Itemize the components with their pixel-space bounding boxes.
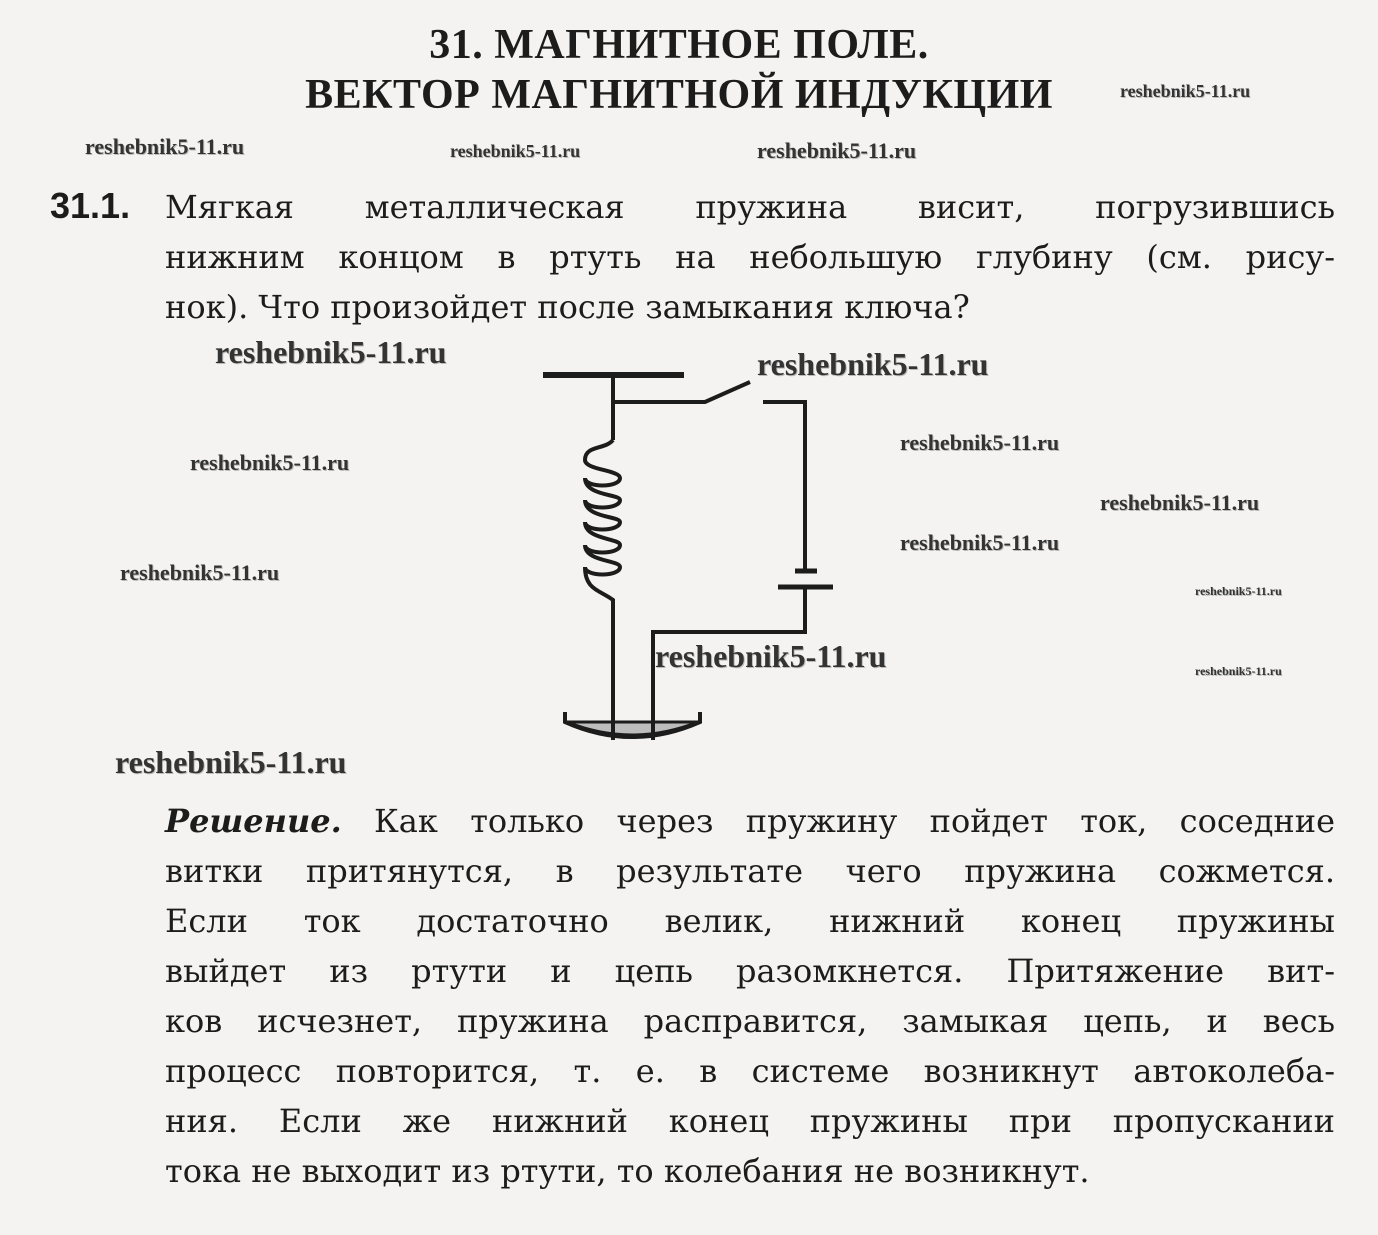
problem-number: 31.1. bbox=[50, 185, 131, 226]
wire-right bbox=[763, 400, 807, 571]
section-title-line1: 31. МАГНИТНОЕ ПОЛЕ. bbox=[429, 22, 929, 68]
watermark: reshebnik5-11.ru bbox=[900, 530, 1060, 555]
solution-line: ков исчезнет, пружина расправится, замык… bbox=[165, 1002, 1335, 1040]
problem-line: нок). Что произойдет после замыкания клю… bbox=[165, 288, 970, 326]
solution-line: Решение. Как только через пружину пойдет… bbox=[165, 802, 1335, 840]
section-title-line2: ВЕКТОР МАГНИТНОЙ ИНДУКЦИИ bbox=[305, 72, 1053, 118]
problem-line: нижним концом в ртуть на небольшую глуби… bbox=[165, 238, 1335, 276]
watermark: reshebnik5-11.ru bbox=[655, 638, 887, 674]
solution-line: тока не выходит из ртути, то колебания н… bbox=[165, 1152, 1090, 1190]
switch bbox=[613, 380, 751, 404]
watermark: reshebnik5-11.ru bbox=[115, 744, 347, 780]
solution-line: ния. Если же нижний конец пружины при пр… bbox=[165, 1102, 1335, 1140]
watermark: reshebnik5-11.ru bbox=[1195, 664, 1282, 678]
solution-line: витки притянутся, в результате чего пруж… bbox=[165, 852, 1335, 890]
spring-coil bbox=[582, 438, 623, 728]
watermark: reshebnik5-11.ru bbox=[85, 134, 245, 159]
watermark: reshebnik5-11.ru bbox=[120, 560, 280, 585]
watermark: reshebnik5-11.ru bbox=[1100, 490, 1260, 515]
watermark: reshebnik5-11.ru bbox=[1195, 584, 1282, 598]
watermark: reshebnik5-11.ru bbox=[190, 450, 350, 475]
watermark: reshebnik5-11.ru bbox=[450, 141, 581, 161]
mercury bbox=[566, 720, 699, 737]
solution-line: выйдет из ртути и цепь разомкнется. Прит… bbox=[165, 952, 1335, 990]
watermark: reshebnik5-11.ru bbox=[757, 346, 989, 382]
watermark: reshebnik5-11.ru bbox=[215, 334, 447, 370]
problem-line: Мягкая металлическая пружина висит, погр… bbox=[165, 188, 1335, 226]
solution-line: процесс повторится, т. е. в системе возн… bbox=[165, 1052, 1335, 1090]
watermark: reshebnik5-11.ru bbox=[1120, 81, 1251, 101]
watermark: reshebnik5-11.ru bbox=[900, 430, 1060, 455]
solution-label: Решение. bbox=[165, 802, 342, 840]
solution-line: Если ток достаточно велик, нижний конец … bbox=[165, 902, 1335, 940]
wire-bottom bbox=[651, 587, 807, 728]
watermark: reshebnik5-11.ru bbox=[757, 138, 917, 163]
